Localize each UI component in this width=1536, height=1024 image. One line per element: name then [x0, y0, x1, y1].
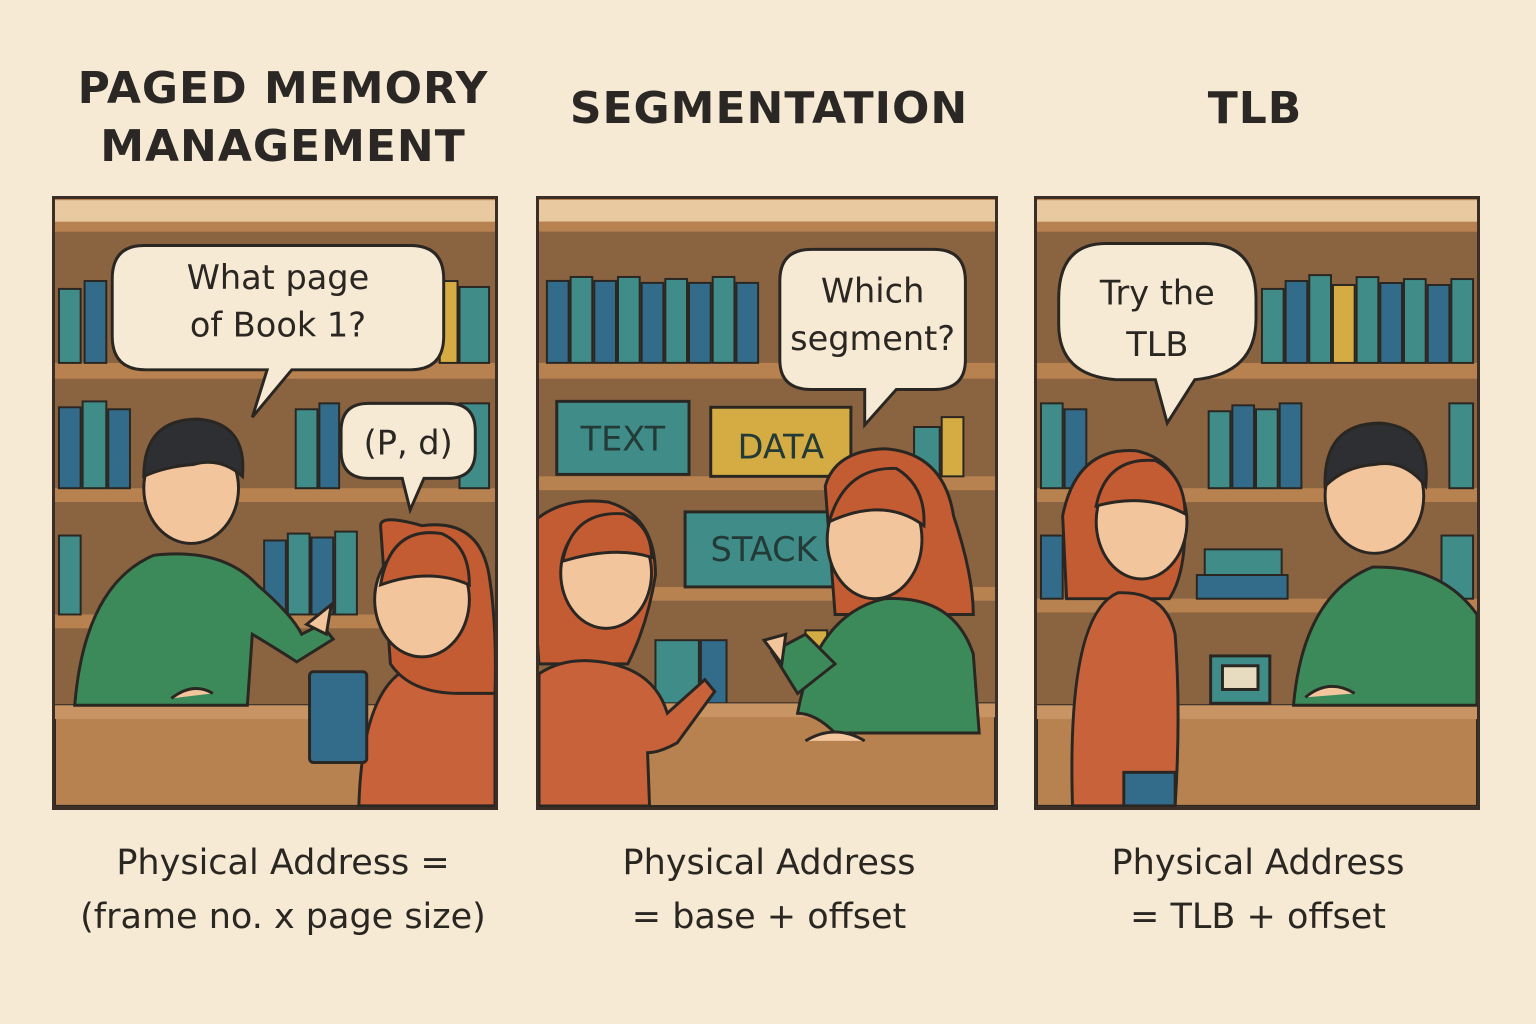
- ceiling: [539, 199, 995, 222]
- speech-bubble-icon: (P, d): [339, 401, 477, 515]
- bookshelf-icon: [1260, 274, 1475, 364]
- librarian-figure: [1291, 421, 1477, 707]
- panel-2-caption-line-2: = base + offset: [631, 897, 907, 937]
- bubble-2: (P, d): [364, 424, 453, 463]
- panel-3-caption-line-2: = TLB + offset: [1130, 897, 1386, 937]
- bubble-1-line-1: What page: [187, 258, 370, 297]
- panel-2-caption: Physical Address = base + offset: [536, 836, 1002, 944]
- panel-paged-memory: What page of Book 1? (P, d): [52, 196, 498, 810]
- panel-segmentation: TEXT DATA STACK: [536, 196, 998, 810]
- ceiling: [55, 200, 495, 222]
- bookshelf-icon: [1039, 402, 1475, 490]
- bubble-4-line-2: TLB: [1125, 325, 1188, 364]
- tlb-card-icon: [1209, 654, 1272, 705]
- ceiling: [1037, 200, 1477, 222]
- bookshelf-icon: [1039, 534, 1475, 600]
- speech-bubble-icon: Try the TLB: [1057, 242, 1258, 427]
- librarian-figure: [73, 417, 336, 707]
- panel-1-title-line-1: PAGED MEMORY: [77, 63, 489, 114]
- panel-1-title-line-2: MANAGEMENT: [100, 121, 466, 172]
- panel-2-title: SEGMENTATION: [536, 80, 1002, 138]
- panel-3-caption-line-1: Physical Address: [1111, 843, 1405, 883]
- panel-2-illustration: TEXT DATA STACK: [539, 199, 995, 807]
- panel-3-illustration: Try the TLB: [1037, 200, 1477, 807]
- segment-stack: STACK: [683, 510, 845, 589]
- panel-3-title: TLB: [1032, 80, 1478, 138]
- book-icon: [308, 670, 369, 764]
- speech-bubble-icon: Which segment?: [778, 247, 967, 429]
- bubble-3-line-2: segment?: [790, 319, 955, 358]
- speech-bubble-icon: What page of Book 1?: [110, 244, 446, 419]
- segment-stack-label: STACK: [711, 530, 819, 569]
- panel-2-caption-line-1: Physical Address: [622, 843, 916, 883]
- visitor-figure: [539, 499, 717, 807]
- panel-tlb: Try the TLB: [1034, 196, 1480, 810]
- shelf-board: [55, 488, 495, 503]
- panel-1-illustration: What page of Book 1? (P, d): [55, 200, 495, 807]
- segment-text: TEXT: [555, 399, 691, 476]
- librarian-figure: [761, 447, 981, 743]
- bookshelf-icon: [545, 275, 760, 364]
- segment-text-label: TEXT: [580, 420, 666, 459]
- visitor-figure: [1061, 449, 1189, 807]
- segment-data-label: DATA: [738, 428, 824, 467]
- segment-data: DATA: [709, 405, 853, 478]
- panel-1-caption: Physical Address = (frame no. x page siz…: [40, 836, 526, 944]
- panel-2-title-line-1: SEGMENTATION: [569, 83, 969, 134]
- bubble-3-line-1: Which: [821, 272, 924, 311]
- panel-1-caption-line-2: (frame no. x page size): [80, 897, 486, 937]
- panel-1-title: PAGED MEMORY MANAGEMENT: [50, 60, 516, 176]
- panel-3-caption: Physical Address = TLB + offset: [1030, 836, 1486, 944]
- panel-1-caption-line-1: Physical Address =: [116, 843, 450, 883]
- panel-3-title-line-1: TLB: [1207, 83, 1303, 134]
- visitor-figure: [357, 518, 495, 807]
- bubble-1-line-2: of Book 1?: [190, 305, 366, 344]
- bubble-4-line-1: Try the: [1099, 274, 1215, 313]
